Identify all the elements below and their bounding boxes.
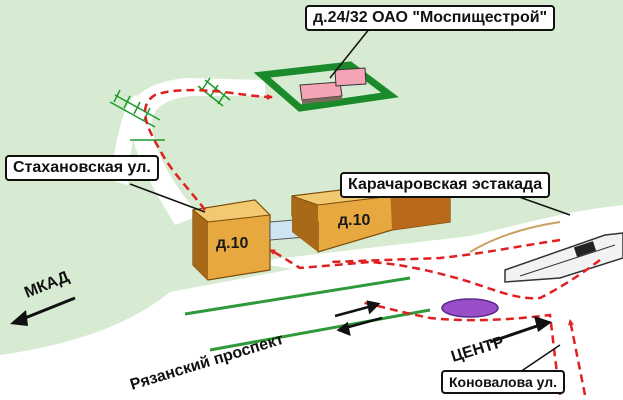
train-window bbox=[573, 241, 597, 257]
two-way-arrows-icon bbox=[334, 300, 383, 337]
route-up-stakhanovskaya bbox=[143, 88, 273, 211]
konovalova-road bbox=[555, 285, 600, 400]
road-network bbox=[0, 78, 623, 400]
route-branch bbox=[329, 238, 561, 264]
building-back-label: д.10 bbox=[338, 212, 371, 229]
building-d10-front: д.10 bbox=[191, 199, 272, 281]
median-stripe-upper bbox=[184, 276, 411, 316]
building-front-label: д.10 bbox=[216, 235, 249, 252]
route-konovalova bbox=[568, 319, 587, 396]
mkad-label: МКАД bbox=[22, 268, 72, 301]
train-overpass bbox=[469, 221, 623, 283]
median-stripe-lower bbox=[209, 308, 431, 352]
pond bbox=[441, 298, 499, 318]
stakhanovskaya-callout: Стахановская ул. bbox=[5, 155, 159, 181]
stakhanovskaya-road bbox=[129, 78, 265, 225]
karacharovskaya-callout: Карачаровская эстакада bbox=[340, 172, 551, 198]
target-building-callout: д.24/32 ОАО "Моспищестрой" bbox=[305, 5, 556, 31]
target-building bbox=[253, 61, 399, 112]
arrow-left-icon bbox=[10, 296, 76, 326]
ryazansky-prospekt-road bbox=[0, 226, 623, 400]
rail-curve bbox=[469, 221, 561, 253]
arrow-right-icon bbox=[489, 316, 552, 344]
karacharovskaya-overpass-road bbox=[250, 205, 623, 275]
building-front-side bbox=[193, 210, 208, 280]
building-front-roof bbox=[191, 199, 272, 223]
route bbox=[143, 88, 601, 396]
route-lower bbox=[359, 300, 562, 396]
target-outline bbox=[253, 61, 399, 112]
konovalova-callout: Коновалова ул. bbox=[441, 370, 566, 394]
route-main bbox=[269, 248, 601, 300]
